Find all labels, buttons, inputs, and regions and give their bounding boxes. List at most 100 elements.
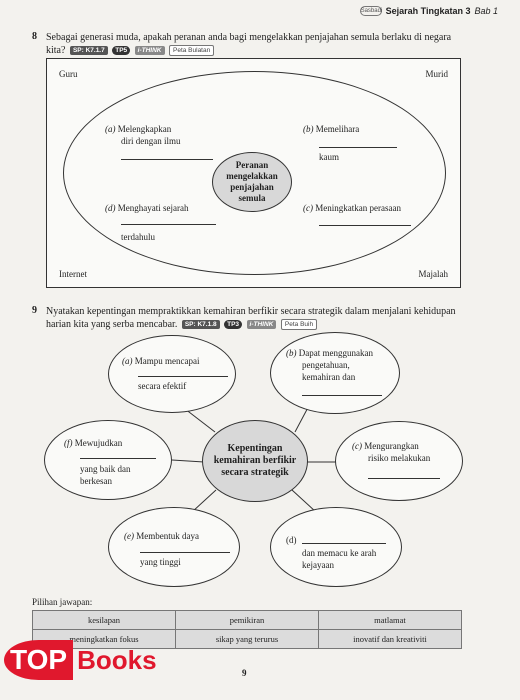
q9-f-letter: (f) (64, 438, 73, 448)
q8-a-letter: (a) (105, 124, 116, 134)
q9-f-line1: Mewujudkan (74, 438, 123, 448)
q9-a-answer-line[interactable] (138, 376, 228, 377)
q9-a-line1: Mampu mencapai (134, 356, 200, 366)
q8-circle-map-frame: Guru Murid Internet Majalah Peranan meng… (46, 58, 461, 288)
header-subject: Sejarah Tingkatan 3 (385, 6, 471, 16)
q9-e-answer-line[interactable] (140, 552, 230, 553)
q8-c-line1: Meningkatkan perasaan (315, 203, 401, 213)
q9-e-label: (e) Membentuk daya (124, 530, 199, 542)
q8-a-answer-line[interactable] (121, 159, 213, 160)
choice-cell: pemikiran (175, 610, 319, 630)
q9-text-line2: harian kita yang serba mencabar. (46, 319, 178, 330)
q9-f-line2-block: yang baik dan berkesan (80, 463, 130, 487)
q9-c-line1: Mengurangkan (364, 441, 419, 451)
q9-c-label: (c) Mengurangkan risiko melakukan (352, 440, 430, 464)
q8-b-line1: Memelihara (315, 124, 360, 134)
q9-d-line2: dan memacu ke arah (302, 548, 377, 558)
choice-cell: matlamat (318, 610, 462, 630)
q9-d-lines: dan memacu ke arah kejayaan (302, 547, 376, 571)
q9-number: 9 (32, 305, 37, 316)
logo-top-text: TOP (4, 640, 74, 680)
q8-c-answer-line[interactable] (319, 225, 411, 226)
q9-text-line1: Nyatakan kepentingan mempraktikkan kemah… (46, 306, 456, 317)
q9-e-letter: (e) (124, 531, 134, 541)
choice-cell: inovatif dan kreativiti (318, 629, 462, 649)
q9-f-line3: berkesan (80, 476, 112, 486)
q9-bubble-c (335, 421, 463, 501)
q8-text-line2: kita? (46, 45, 66, 56)
q9-b-label: (b) Dapat menggunakan pengetahuan, kemah… (286, 347, 373, 383)
q8-b-letter: (b) (303, 124, 314, 134)
q8-c-label: (c) Meningkatkan perasaan (303, 202, 443, 214)
q9-f-answer-line[interactable] (80, 458, 156, 459)
q8-question: Sebagai generasi muda, apakah peranan an… (46, 31, 486, 57)
q9-tp-tag: TP3 (224, 320, 243, 330)
q9-d-letter: (d) (286, 535, 297, 545)
q9-question: Nyatakan kepentingan mempraktikkan kemah… (46, 305, 496, 331)
q8-b-label: (b) Memelihara (303, 123, 423, 135)
q9-b-answer-line[interactable] (302, 395, 382, 396)
choice-cell: sikap yang terurus (175, 629, 319, 649)
q9-f-line2: yang baik dan (80, 464, 131, 474)
publisher-logo: Sasbadi (359, 6, 383, 16)
q9-e-line1: Membentuk daya (136, 531, 199, 541)
q9-a-line2: secara efektif (138, 381, 187, 391)
q8-think-tag: i-THINK (134, 46, 165, 56)
q9-b-line1: Dapat menggunakan (298, 348, 373, 358)
topbooks-logo: TOP Books (4, 640, 157, 680)
q9-f-label: (f) Mewujudkan (64, 437, 122, 449)
page-header: Sasbadi Sejarah Tingkatan 3 Bab 1 (359, 6, 498, 16)
q9-b-line3: kemahiran dan (302, 372, 356, 382)
q9-think-tag: i-THINK (246, 320, 277, 330)
q9-a-label: (a) Mampu mencapai (122, 355, 199, 367)
q8-d-letter: (d) (105, 203, 116, 213)
q9-c-letter: (c) (352, 441, 362, 451)
q9-peta-tag: Peta Buih (280, 319, 318, 331)
q9-bubble-e (108, 507, 240, 587)
q8-a-label: (a) Melengkapkan diri dengan ilmu (105, 123, 225, 147)
q8-sp-tag: SP: K7.1.7 (69, 46, 108, 56)
q9-e-line2: yang tinggi (140, 557, 181, 567)
q8-b-line2: kaum (319, 152, 339, 162)
q8-peta-tag: Peta Bulatan (169, 45, 215, 57)
q9-sp-tag: SP: K7.1.8 (181, 320, 220, 330)
q8-corner-bl: Internet (59, 269, 87, 279)
q9-bubble-b (270, 332, 400, 414)
q8-a-line1: Melengkapkan (117, 124, 172, 134)
q9-c-answer-line[interactable] (368, 478, 440, 479)
q9-b-line2: pengetahuan, (302, 360, 350, 370)
q8-d-answer-line[interactable] (121, 224, 216, 225)
q9-connector-f (171, 459, 205, 463)
q8-corner-tr: Murid (425, 69, 449, 79)
q8-number: 8 (32, 31, 37, 42)
q8-b-answer-line[interactable] (319, 147, 397, 148)
q9-connector-d (291, 489, 317, 513)
q8-corner-tl: Guru (59, 69, 78, 79)
q9-c-line2: risiko melakukan (368, 453, 431, 463)
choices-title: Pilihan jawapan: (32, 597, 93, 607)
q8-corner-br: Majalah (418, 269, 449, 279)
q9-d-answer-line[interactable] (302, 543, 386, 544)
q8-d-line2: terdahulu (121, 232, 155, 242)
q8-d-label: (d) Menghayati sejarah (105, 202, 225, 214)
q9-bubble-f (44, 420, 172, 500)
q9-b-letter: (b) (286, 348, 297, 358)
q8-center-oval: Peranan mengelakkan penjajahan semula (212, 152, 292, 212)
q8-text-line1: Sebagai generasi muda, apakah peranan an… (46, 32, 452, 43)
q8-a-line2: diri dengan ilmu (121, 136, 181, 146)
q8-c-letter: (c) (303, 203, 313, 213)
q9-a-letter: (a) (122, 356, 133, 366)
q9-bubble-a (108, 335, 236, 413)
choices-row: kesilapan pemikiran matlamat (32, 610, 462, 630)
logo-books-text: Books (77, 644, 157, 675)
q9-bubble-d (270, 507, 402, 587)
q8-tp-tag: TP5 (112, 46, 131, 56)
q8-outer-oval (63, 71, 446, 275)
choice-cell: kesilapan (32, 610, 176, 630)
q9-center-oval: Kepentingan kemahiran berfikir secara st… (202, 420, 308, 502)
q8-d-line1: Menghayati sejarah (117, 203, 189, 213)
page-number: 9 (242, 668, 247, 678)
q9-d-line3: kejayaan (302, 560, 334, 570)
header-chapter: Bab 1 (474, 6, 498, 16)
